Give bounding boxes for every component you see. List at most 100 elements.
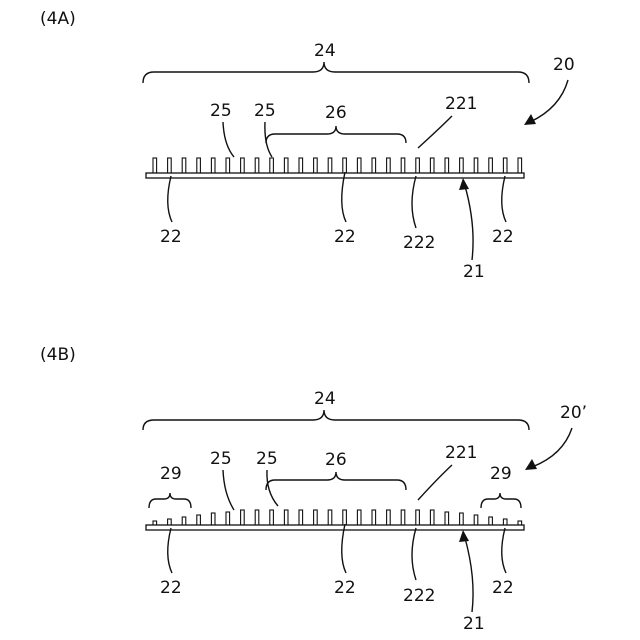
brace-24-b xyxy=(143,410,529,430)
leader-21 xyxy=(465,186,473,260)
fin xyxy=(343,510,347,526)
fin xyxy=(518,158,522,174)
leader-22-right xyxy=(502,176,506,222)
fin xyxy=(226,158,230,174)
fin xyxy=(372,158,376,174)
label-221-b: 221 xyxy=(445,443,477,463)
fin xyxy=(430,158,434,174)
fin xyxy=(445,512,449,526)
label-21-b: 21 xyxy=(463,614,485,634)
brace-29-right xyxy=(481,493,521,508)
leader-222 xyxy=(412,176,416,228)
fins-b xyxy=(153,510,522,526)
fin xyxy=(270,510,274,526)
fin xyxy=(387,510,391,526)
leader-22-left-b xyxy=(168,528,172,573)
fin xyxy=(357,510,361,526)
label-22-middle: 22 xyxy=(334,227,356,247)
fin xyxy=(328,510,332,526)
fin xyxy=(299,510,303,526)
leader-20 xyxy=(530,80,568,122)
fin xyxy=(299,158,303,174)
fin xyxy=(503,158,507,174)
arrowhead-20-prime xyxy=(525,459,537,470)
label-25-right: 25 xyxy=(254,101,276,121)
fin xyxy=(357,158,361,174)
fin xyxy=(401,510,405,526)
arrowhead-21-b xyxy=(459,530,469,542)
fin xyxy=(255,158,259,174)
fin xyxy=(314,158,318,174)
fin xyxy=(416,158,420,174)
fins-a xyxy=(153,158,522,174)
fin xyxy=(430,510,434,526)
label-20-prime: 20’ xyxy=(560,403,587,423)
arrowhead-21 xyxy=(459,178,469,190)
fin xyxy=(489,158,493,174)
figure-4b: (4B) 24 26 29 29 20’ 25 25 221 22 22 xyxy=(40,345,587,634)
panel-label-4b: (4B) xyxy=(40,345,76,365)
fin xyxy=(474,158,478,174)
leader-22-left xyxy=(168,176,172,222)
label-25-left: 25 xyxy=(210,101,232,121)
fin xyxy=(226,512,230,526)
label-29-left: 29 xyxy=(160,464,182,484)
brace-26-b xyxy=(266,472,406,490)
leader-22-middle xyxy=(342,172,346,222)
fin xyxy=(343,158,347,174)
fin xyxy=(182,158,186,174)
leader-22-right-b xyxy=(502,528,506,573)
fin xyxy=(197,515,201,526)
fin xyxy=(211,158,215,174)
fin xyxy=(270,158,274,174)
base-plate-b xyxy=(146,525,524,530)
fin xyxy=(284,158,288,174)
fin xyxy=(401,158,405,174)
figure-4a: (4A) 24 26 20 25 25 221 22 22 22 222 xyxy=(40,9,575,282)
label-221: 221 xyxy=(445,94,477,114)
heat-sink-b xyxy=(146,510,524,530)
label-26-b: 26 xyxy=(325,450,347,470)
fin xyxy=(153,158,157,174)
leader-20-prime xyxy=(532,428,572,467)
label-25-right-b: 25 xyxy=(256,449,278,469)
fin xyxy=(328,158,332,174)
leader-221 xyxy=(418,116,452,148)
label-25-left-b: 25 xyxy=(210,449,232,469)
base-plate-a xyxy=(146,173,524,178)
label-22-left-b: 22 xyxy=(160,578,182,598)
fin xyxy=(372,510,376,526)
fin xyxy=(445,158,449,174)
leader-25-right xyxy=(265,122,272,157)
label-222: 222 xyxy=(403,233,435,253)
brace-26 xyxy=(266,126,406,143)
fin xyxy=(284,510,288,526)
label-22-left: 22 xyxy=(160,227,182,247)
leader-25-right-b xyxy=(267,470,278,506)
label-22-middle-b: 22 xyxy=(334,578,356,598)
fin xyxy=(460,513,464,526)
heat-sink-a xyxy=(146,158,524,178)
leader-221-b xyxy=(418,465,452,500)
leader-25-left-b xyxy=(223,470,234,510)
label-22-right-b: 22 xyxy=(492,578,514,598)
leader-22-middle-b xyxy=(342,524,346,573)
fin xyxy=(314,510,318,526)
fin xyxy=(241,158,245,174)
label-26: 26 xyxy=(325,103,347,123)
label-20: 20 xyxy=(553,55,575,75)
fin xyxy=(211,513,215,526)
fin xyxy=(197,158,201,174)
label-24: 24 xyxy=(314,41,336,61)
brace-29-left xyxy=(149,493,191,508)
fin xyxy=(255,510,259,526)
label-222-b: 222 xyxy=(403,586,435,606)
fin xyxy=(416,510,420,526)
fin xyxy=(474,515,478,526)
label-21: 21 xyxy=(463,262,485,282)
fin xyxy=(387,158,391,174)
fin xyxy=(168,158,172,174)
label-24-b: 24 xyxy=(314,389,336,409)
panel-label-4a: (4A) xyxy=(40,9,76,29)
